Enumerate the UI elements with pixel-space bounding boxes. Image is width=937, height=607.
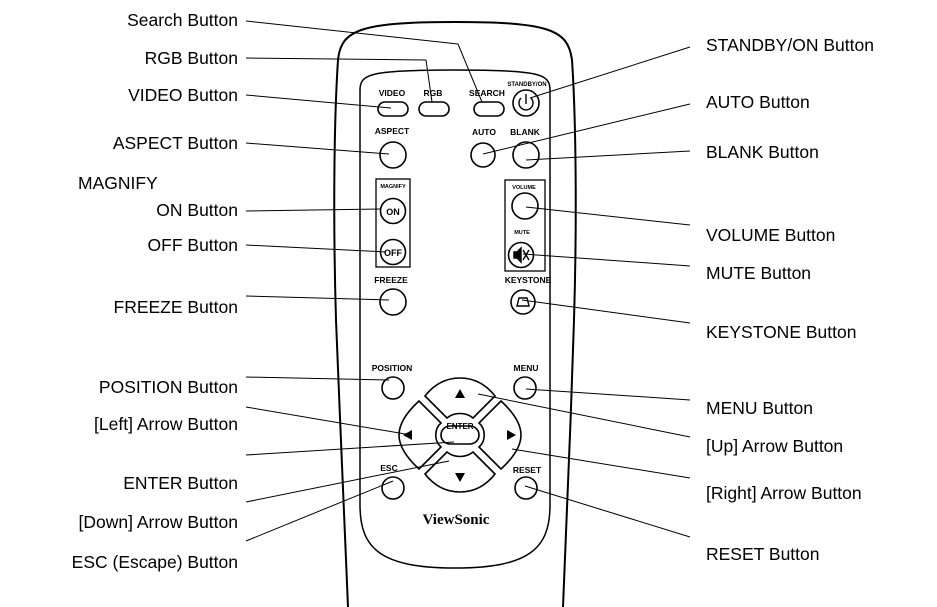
leader-magnify-on [245,208,382,212]
position-button[interactable] [381,376,405,400]
rgb-button[interactable] [418,101,450,117]
callout-right-arrow: [Right] Arrow Button [706,483,862,503]
leader-down-arrow [245,460,450,503]
callout-left-arrow: [Left] Arrow Button [94,414,238,434]
esc-button[interactable] [381,476,405,500]
remote-label-position: POSITION [372,363,413,373]
enter-button[interactable] [440,425,480,445]
callout-enter: ENTER Button [123,473,238,493]
leader-standby [529,46,691,99]
callout-keystone: KEYSTONE Button [706,322,857,342]
callout-magnify-on: ON Button [156,200,238,220]
callout-search: Search Button [127,10,238,30]
remote-label-menu: MENU [513,363,538,373]
volume-button[interactable] [511,192,539,220]
remote-label-reset: RESET [513,465,542,475]
leader-rgb-2 [425,59,433,103]
remote-label-esc: ESC [380,463,397,473]
callout-freeze: FREEZE Button [113,297,239,317]
search-button[interactable] [473,101,505,117]
leader-freeze [245,295,390,301]
callout-video: VIDEO Button [128,85,238,105]
leader-up-arrow [477,393,691,438]
callout-esc: ESC (Escape) Button [71,552,238,572]
leader-auto [482,103,691,155]
callout-position: POSITION Button [98,377,238,397]
blank-button[interactable] [512,141,540,169]
freeze-button[interactable] [379,288,407,316]
callout-rgb: RGB Button [144,48,238,68]
leader-keystone [521,299,691,324]
magnify-group-box [375,178,411,268]
keystone-button[interactable] [510,289,536,315]
remote-label-keystone: KEYSTONE [505,275,552,285]
aspect-button[interactable] [379,141,407,169]
callout-magnify: MAGNIFY [78,173,158,193]
auto-button[interactable] [470,142,496,168]
callout-reset: RESET Button [706,544,820,564]
callout-blank: BLANK Button [706,142,819,162]
reset-button[interactable] [514,476,538,500]
leader-video [245,94,392,109]
leader-menu [525,388,691,401]
right-arrow-icon [507,430,516,440]
leader-esc [245,480,394,542]
callout-off: OFF Button [147,235,238,255]
speaker-mute-icon [513,246,530,264]
left-arrow-button[interactable] [398,399,443,471]
callout-mute: MUTE Button [706,263,812,283]
leader-blank [525,150,691,161]
leader-enter [245,441,455,456]
remote-label-auto: AUTO [472,127,496,137]
remote-label-rgb: RGB [424,88,443,98]
leader-volume [525,206,691,226]
remote-label-search: SEARCH [469,88,505,98]
remote-body [333,20,577,607]
up-arrow-icon [455,389,465,398]
callout-standby: STANDBY/ON Button [706,35,874,55]
video-button[interactable] [377,101,409,117]
remote-label-aspect: ASPECT [375,126,410,136]
keystone-trapezoid-icon [516,297,530,307]
remote-label-mute: MUTE [514,230,530,236]
callout-up-arrow: [Up] Arrow Button [706,436,844,456]
volume-group-box [504,179,546,272]
remote-label-blank: BLANK [510,127,541,137]
callout-auto: AUTO Button [706,92,810,112]
leader-aspect [245,142,390,155]
leader-reset [524,485,691,538]
leader-right-arrow [511,448,691,479]
enter-label: ENTER [446,422,473,431]
remote-label-video: VIDEO [379,88,406,98]
remote-brand: ViewSonic [423,512,490,528]
callout-aspect: ASPECT Button [112,133,238,153]
remote-outer-outline [333,20,577,607]
remote-label-standby: STANDBY/ON [507,82,546,88]
callout-down-arrow: [Down] Arrow Button [78,512,238,532]
callout-menu: MENU Button [706,398,813,418]
leader-off [245,244,387,253]
remote-label-volume: VOLUME [512,185,536,191]
remote-label-magnify: MAGNIFY [380,184,406,190]
callout-volume: VOLUME Button [706,225,836,245]
off-button-label: OFF [384,248,402,258]
power-icon [518,94,534,111]
left-arrow-icon [403,430,412,440]
right-arrow-button[interactable] [477,399,522,471]
leader-mute [522,253,691,267]
menu-button[interactable] [513,376,537,400]
magnify-on-button[interactable] [379,197,407,225]
leader-left-arrow [245,406,412,436]
leader-search [245,20,459,45]
down-arrow-button[interactable] [423,450,497,493]
leader-position [245,376,390,381]
remote-label-freeze: FREEZE [374,275,408,285]
on-button-label: ON [386,207,400,217]
remote-inner-panel [359,69,551,569]
leader-search-2 [457,43,483,103]
down-arrow-icon [455,473,465,482]
leader-rgb [245,57,427,61]
